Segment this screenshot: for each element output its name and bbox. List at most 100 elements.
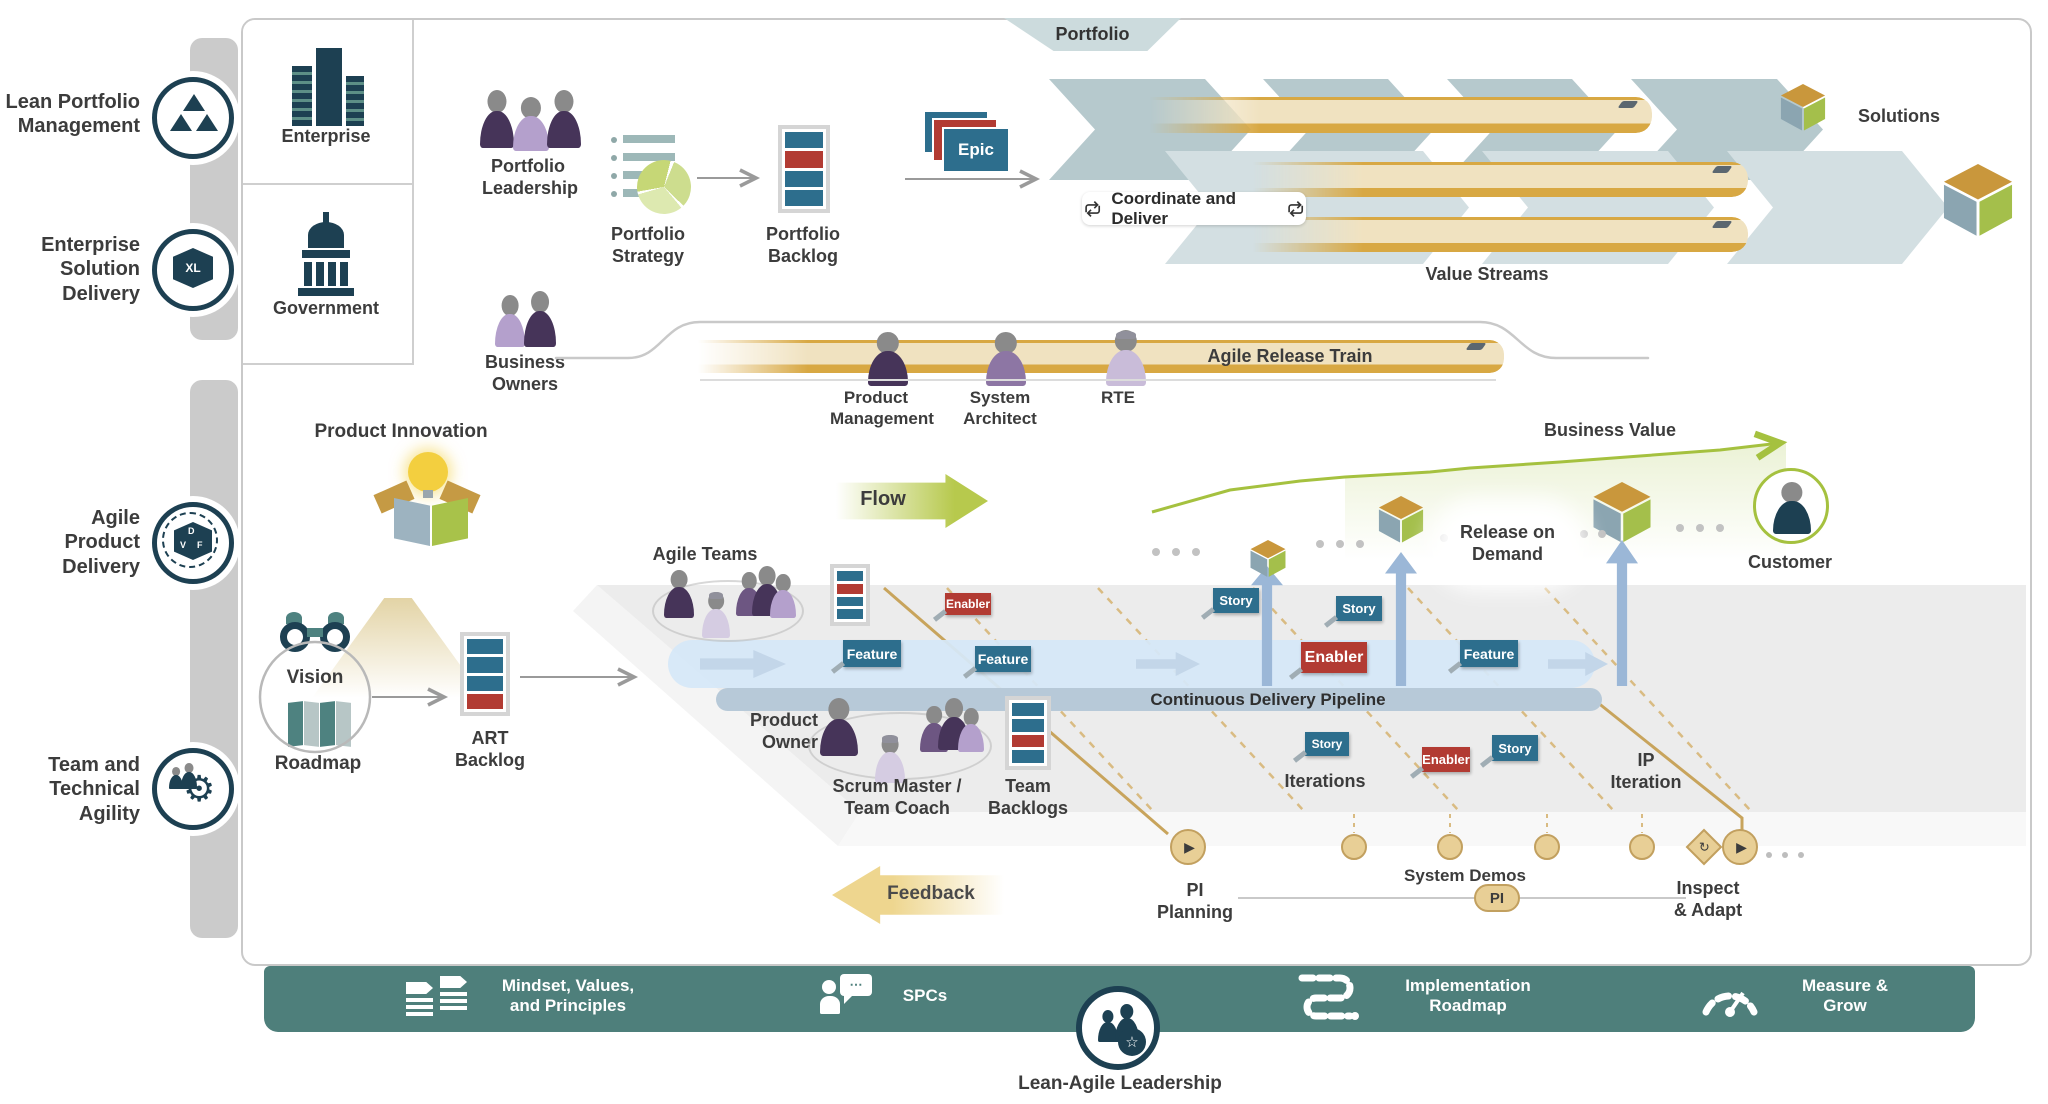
- cube-letter: D: [188, 526, 195, 536]
- team-orbit: [652, 580, 804, 642]
- product-owner-label[interactable]: Product Owner: [749, 710, 818, 752]
- triangle-icon: [170, 114, 192, 131]
- sidebar-item-team-technical-agility[interactable]: Team and Technical Agility: [48, 754, 140, 825]
- enabler-chip[interactable]: Enabler: [1409, 747, 1470, 779]
- agile-release-train-label[interactable]: Agile Release Train: [1207, 346, 1373, 366]
- implementation-roadmap-label[interactable]: Implementation Roadmap: [1405, 976, 1531, 1016]
- feedback-label[interactable]: Feedback: [887, 883, 975, 904]
- team-backlogs-icon[interactable]: [1005, 696, 1051, 770]
- repeat-icon: [1287, 200, 1303, 217]
- sidebar-item-enterprise-solution-delivery[interactable]: Enterprise Solution Delivery: [41, 234, 140, 305]
- person-icon: [664, 570, 694, 618]
- iterations-label[interactable]: Iterations: [1284, 771, 1366, 791]
- pi-planning-icon[interactable]: ▶: [1170, 829, 1206, 865]
- vision-label[interactable]: Vision: [286, 667, 344, 688]
- product-owner-icon: [820, 698, 858, 756]
- story-chip[interactable]: Story: [1323, 596, 1382, 628]
- portfolio-backlog-label[interactable]: Portfolio Backlog: [766, 224, 840, 266]
- agile-teams-label[interactable]: Agile Teams: [652, 544, 758, 564]
- feature-chip[interactable]: Feature: [830, 640, 901, 674]
- mindset-values-icon: [406, 974, 476, 1024]
- system-demos-label[interactable]: System Demos: [1404, 866, 1526, 885]
- roadmap-map-icon: [288, 700, 352, 748]
- business-value-label[interactable]: Business Value: [1543, 420, 1677, 440]
- enabler-chip[interactable]: Enabler: [1288, 642, 1367, 680]
- product-management-label[interactable]: Product Management: [830, 388, 934, 428]
- pi-planning-label[interactable]: PI Planning: [1157, 880, 1233, 922]
- portfolio-tab-label: Portfolio: [1055, 24, 1130, 44]
- team-backlog-icon[interactable]: [830, 564, 870, 626]
- enabler-chip[interactable]: Enabler: [932, 593, 991, 622]
- cube-letter: F: [197, 540, 203, 550]
- epic-card[interactable]: Epic: [944, 129, 1008, 171]
- story-chip[interactable]: Story: [1479, 735, 1538, 768]
- sidebar-item-lean-portfolio-management[interactable]: Lean Portfolio Management: [5, 91, 140, 138]
- person-icon: [169, 767, 183, 789]
- person-icon: [513, 97, 549, 151]
- label-glow: [1448, 516, 1568, 572]
- mindset-values-label[interactable]: Mindset, Values, and Principles: [501, 976, 635, 1016]
- portfolio-leadership-label[interactable]: Portfolio Leadership: [482, 156, 579, 198]
- system-demo-icon[interactable]: [1629, 834, 1655, 860]
- compass-star-icon: ☆: [1118, 1028, 1146, 1056]
- release-on-demand-label[interactable]: Release on Demand: [1459, 522, 1556, 564]
- enterprise-solution-delivery-icon[interactable]: XL: [152, 229, 234, 311]
- measure-grow-label[interactable]: Measure & Grow: [1802, 976, 1888, 1016]
- enabler-label: Enabler: [1304, 648, 1364, 666]
- ip-iteration-label[interactable]: IP Iteration: [1610, 750, 1682, 792]
- sidebar-item-agile-product-delivery[interactable]: Agile Product Delivery: [62, 507, 140, 578]
- flow-label[interactable]: Flow: [860, 488, 906, 510]
- coordinate-and-deliver-text: Coordinate and Deliver: [1111, 188, 1236, 228]
- inspect-adapt-icon[interactable]: ▶: [1722, 829, 1758, 865]
- portfolio-backlog-icon[interactable]: [778, 125, 830, 213]
- government-label[interactable]: Government: [272, 298, 380, 318]
- rte-icon: [1106, 330, 1146, 386]
- coordinate-and-deliver-label[interactable]: Coordinate and Deliver: [1082, 189, 1306, 228]
- solutions-label[interactable]: Solutions: [1858, 106, 1940, 126]
- enterprise-label[interactable]: Enterprise: [281, 126, 371, 146]
- story-chip[interactable]: Story: [1292, 732, 1349, 763]
- story-label: Story: [1342, 601, 1376, 616]
- epic-label: Epic: [958, 140, 994, 159]
- solution-cube-icon-large[interactable]: [1941, 164, 2015, 238]
- lean-agile-leadership-label[interactable]: Lean-Agile Leadership: [1018, 1073, 1222, 1094]
- agile-product-delivery-icon[interactable]: D V F: [152, 502, 234, 584]
- product-innovation-label[interactable]: Product Innovation: [314, 421, 488, 442]
- story-label: Story: [1219, 593, 1253, 608]
- feature-chip[interactable]: Feature: [1447, 640, 1518, 674]
- system-demo-icon[interactable]: [1534, 834, 1560, 860]
- enterprise-buildings-icon: [292, 48, 364, 126]
- story-chip[interactable]: Story: [1200, 588, 1259, 620]
- lean-portfolio-management-icon[interactable]: [152, 77, 234, 159]
- vision-binoculars-icon: [280, 612, 352, 660]
- rte-label[interactable]: RTE: [1101, 388, 1135, 407]
- feature-label: Feature: [977, 651, 1029, 667]
- enabler-label: Enabler: [945, 597, 990, 611]
- system-architect-label[interactable]: System Architect: [963, 388, 1037, 428]
- roadmap-label[interactable]: Roadmap: [274, 753, 362, 774]
- value-streams-label[interactable]: Value Streams: [1425, 264, 1549, 284]
- art-backlog-label[interactable]: ART Backlog: [454, 728, 526, 770]
- inspect-adapt-label[interactable]: Inspect & Adapt: [1673, 878, 1743, 920]
- feature-chip[interactable]: Feature: [962, 646, 1031, 679]
- team-technical-agility-icon[interactable]: ⚙: [152, 748, 234, 830]
- art-backlog-icon[interactable]: [460, 632, 510, 716]
- portfolio-strategy-icon[interactable]: [611, 134, 699, 222]
- portfolio-strategy-label[interactable]: Portfolio Strategy: [611, 224, 685, 266]
- person-icon: [770, 574, 796, 618]
- feature-label: Feature: [846, 645, 898, 662]
- scrum-master-label[interactable]: Scrum Master / Team Coach: [832, 776, 962, 818]
- team-backlogs-label[interactable]: Team Backlogs: [987, 776, 1069, 818]
- solution-cube-icon[interactable]: [1779, 84, 1827, 132]
- pi-pill[interactable]: PI: [1474, 884, 1520, 912]
- spcs-label[interactable]: SPCs: [902, 986, 948, 1005]
- scrum-master-icon: [702, 592, 730, 638]
- cdp-label[interactable]: Continuous Delivery Pipeline: [1150, 690, 1386, 709]
- sidebar-rail-bottom: [190, 380, 238, 938]
- customer-label[interactable]: Customer: [1747, 552, 1832, 572]
- system-demo-icon[interactable]: [1437, 834, 1463, 860]
- system-demo-icon[interactable]: [1341, 834, 1367, 860]
- triangle-icon: [183, 94, 205, 111]
- business-owners-label[interactable]: Business Owners: [484, 352, 566, 394]
- lean-agile-leadership-icon[interactable]: ☆: [1076, 986, 1160, 1070]
